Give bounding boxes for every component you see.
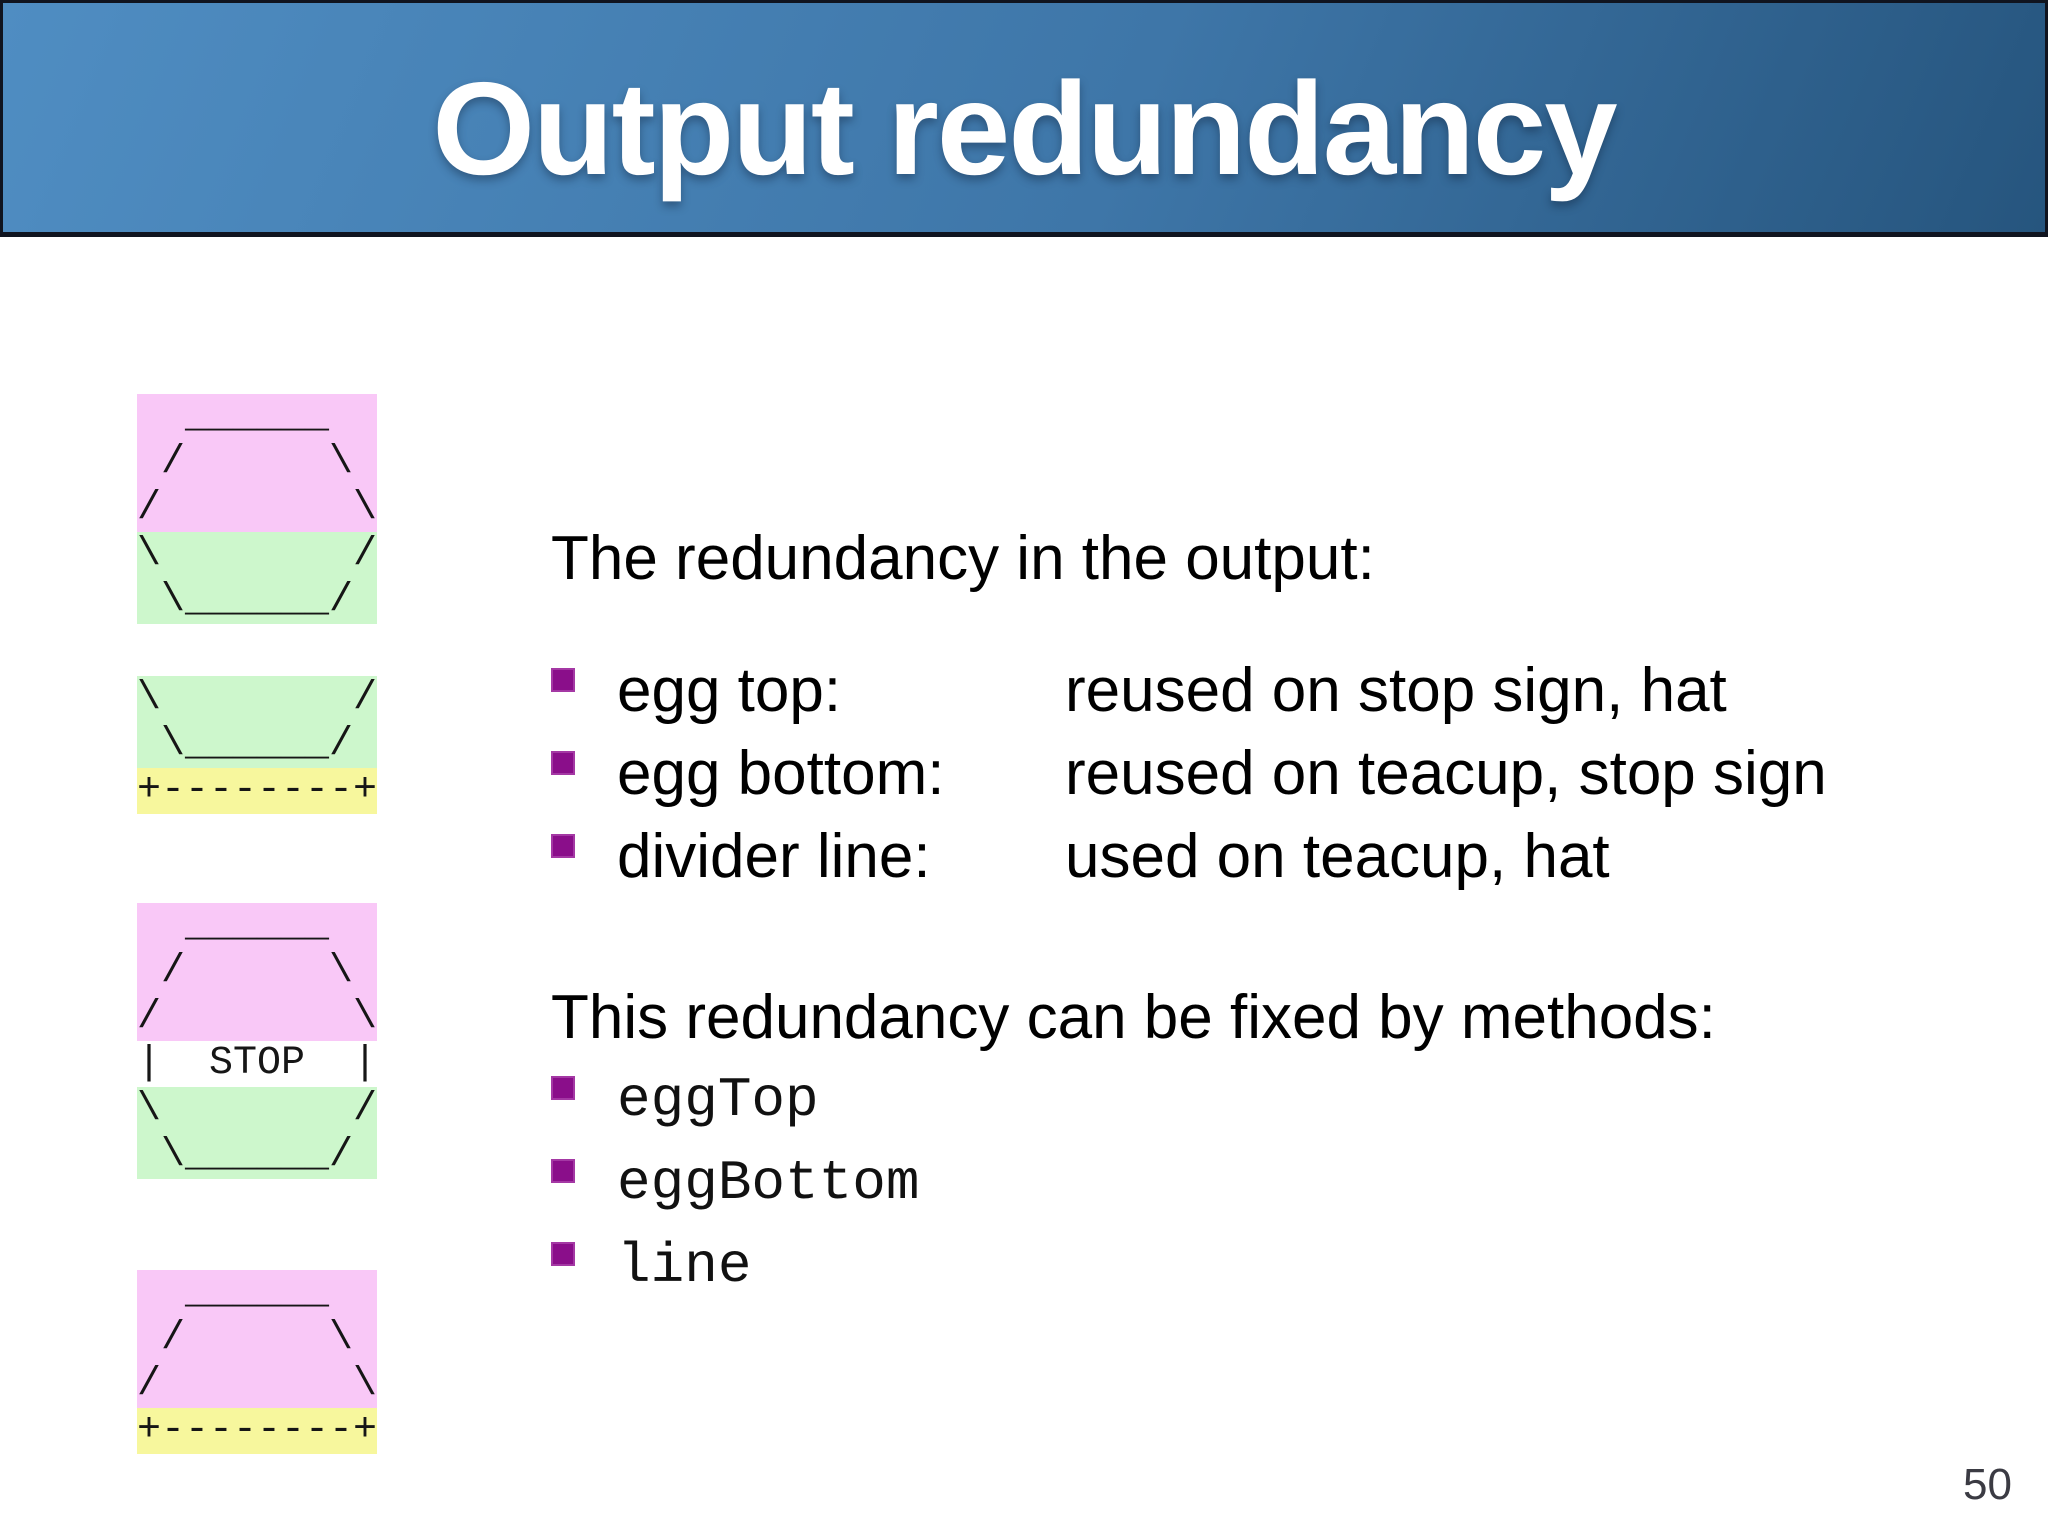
teacup-line: \______/ bbox=[137, 722, 378, 768]
egg-line: \______/ bbox=[137, 578, 378, 624]
method-item: eggTop bbox=[551, 1068, 819, 1132]
ascii-figure-egg: ______ / \ / \ \ / \______/ bbox=[137, 394, 377, 624]
stop-sign-line: / \ bbox=[137, 949, 378, 995]
stop-sign-line: | STOP | bbox=[137, 1041, 378, 1086]
slide-header: Output redundancy bbox=[0, 0, 2048, 237]
hat-line: / \ bbox=[137, 1362, 378, 1408]
intro-text: The redundancy in the output: bbox=[551, 524, 1375, 593]
method-name: eggBottom bbox=[617, 1151, 920, 1215]
bullet-square-icon bbox=[551, 751, 575, 775]
bullet-square-icon bbox=[551, 1242, 575, 1266]
item-term: egg top: bbox=[617, 656, 842, 725]
ascii-figure-stop-sign: ______ / \ / \ | STOP | \ / \______/ bbox=[137, 903, 377, 1179]
page-number: 50 bbox=[1963, 1460, 2012, 1509]
hat-line: +--------+ bbox=[137, 1408, 378, 1454]
item-desc: reused on stop sign, hat bbox=[1065, 656, 1727, 725]
ascii-figure-hat: ______ / \ / \ +--------+ bbox=[137, 1270, 377, 1454]
teacup-line: +--------+ bbox=[137, 768, 378, 814]
egg-line: ______ bbox=[137, 394, 378, 440]
bullet-square-icon bbox=[551, 668, 575, 692]
egg-line: \ / bbox=[137, 532, 378, 578]
method-name: line bbox=[617, 1234, 752, 1298]
item-term: divider line: bbox=[617, 822, 931, 891]
fix-intro-text: This redundancy can be fixed by methods: bbox=[551, 983, 1716, 1052]
stop-sign-line: \ / bbox=[137, 1087, 378, 1133]
list-item: egg top: reused on stop sign, hat bbox=[551, 653, 1727, 729]
hat-line: / \ bbox=[137, 1316, 378, 1362]
method-name: eggTop bbox=[617, 1068, 819, 1132]
list-item: divider line: used on teacup, hat bbox=[551, 819, 1610, 895]
stop-sign-line: ______ bbox=[137, 903, 378, 949]
slide-title: Output redundancy bbox=[432, 55, 1617, 202]
hat-line: ______ bbox=[137, 1270, 378, 1316]
teacup-line: \ / bbox=[137, 676, 378, 722]
item-desc: reused on teacup, stop sign bbox=[1065, 739, 1827, 808]
bullet-square-icon bbox=[551, 1076, 575, 1100]
item-term: egg bottom: bbox=[617, 739, 945, 808]
method-item: eggBottom bbox=[551, 1151, 919, 1215]
bullet-square-icon bbox=[551, 1159, 575, 1183]
egg-line: / \ bbox=[137, 440, 378, 486]
egg-line: / \ bbox=[137, 486, 378, 532]
bullet-square-icon bbox=[551, 834, 575, 858]
stop-sign-line: \______/ bbox=[137, 1133, 378, 1179]
item-desc: used on teacup, hat bbox=[1065, 822, 1610, 891]
ascii-figure-teacup: \ / \______/ +--------+ bbox=[137, 676, 377, 814]
stop-sign-line: / \ bbox=[137, 995, 378, 1041]
method-item: line bbox=[551, 1234, 751, 1298]
list-item: egg bottom: reused on teacup, stop sign bbox=[551, 736, 1827, 812]
